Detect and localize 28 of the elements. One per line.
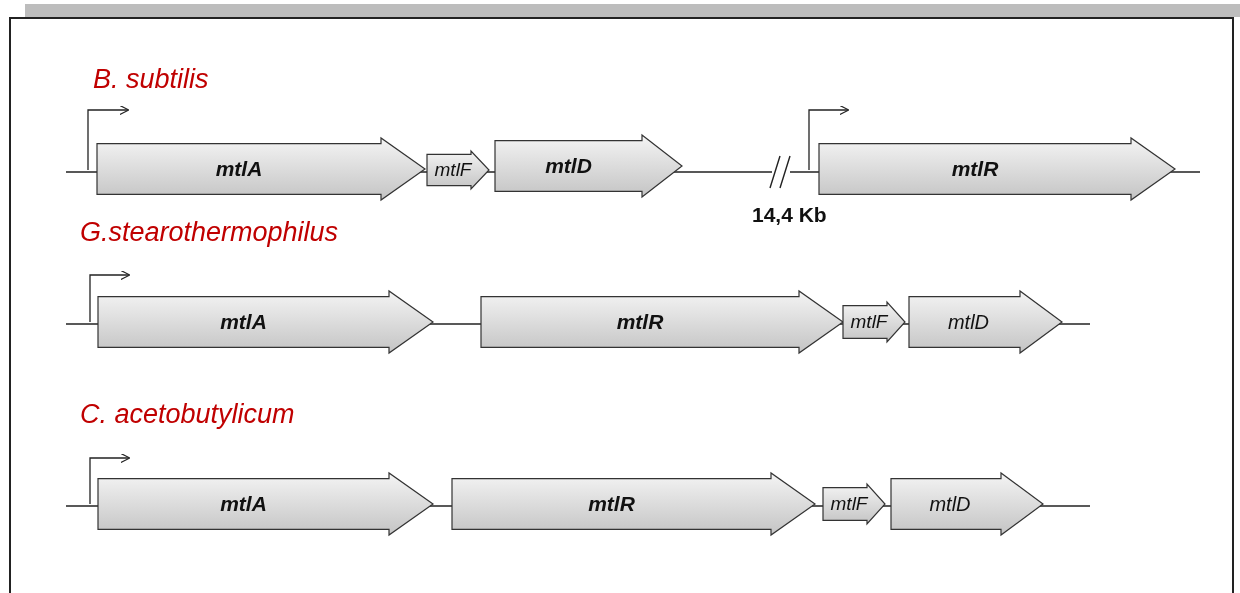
gene-name: mtlR	[616, 310, 664, 334]
gene-symbol	[843, 302, 905, 342]
gene-symbol	[97, 138, 425, 200]
gene-symbol	[819, 138, 1175, 200]
gene-symbol	[427, 151, 489, 189]
species-name: C. acetobutylicum	[80, 399, 295, 430]
gene-name: mtlF	[830, 493, 868, 515]
gene-symbol	[98, 291, 433, 353]
gene-name: mtlD	[929, 492, 971, 516]
gene-symbol	[823, 484, 885, 524]
gene-name: mtlF	[850, 311, 888, 333]
gene-name: mtlD	[545, 154, 592, 178]
species-name: G.stearothermophilus	[80, 217, 339, 248]
gene-symbol	[495, 135, 682, 197]
species-name: B. subtilis	[93, 64, 209, 95]
gene-name: mtlA	[220, 492, 267, 516]
gene-name: mtlA	[220, 310, 267, 334]
gene-name: mtlR	[588, 492, 635, 516]
gene-symbol	[452, 473, 815, 535]
gap-length-label: 14,4 Kb	[752, 203, 827, 227]
gene-name: mtlR	[951, 157, 999, 181]
gene-symbol	[909, 291, 1062, 353]
gene-name: mtlA	[215, 157, 263, 181]
gene-symbol	[891, 473, 1043, 535]
gene-symbol	[481, 291, 843, 353]
gene-symbol	[98, 473, 433, 535]
gene-name: mtlF	[434, 159, 472, 181]
gene-name: mtlD	[947, 310, 990, 334]
